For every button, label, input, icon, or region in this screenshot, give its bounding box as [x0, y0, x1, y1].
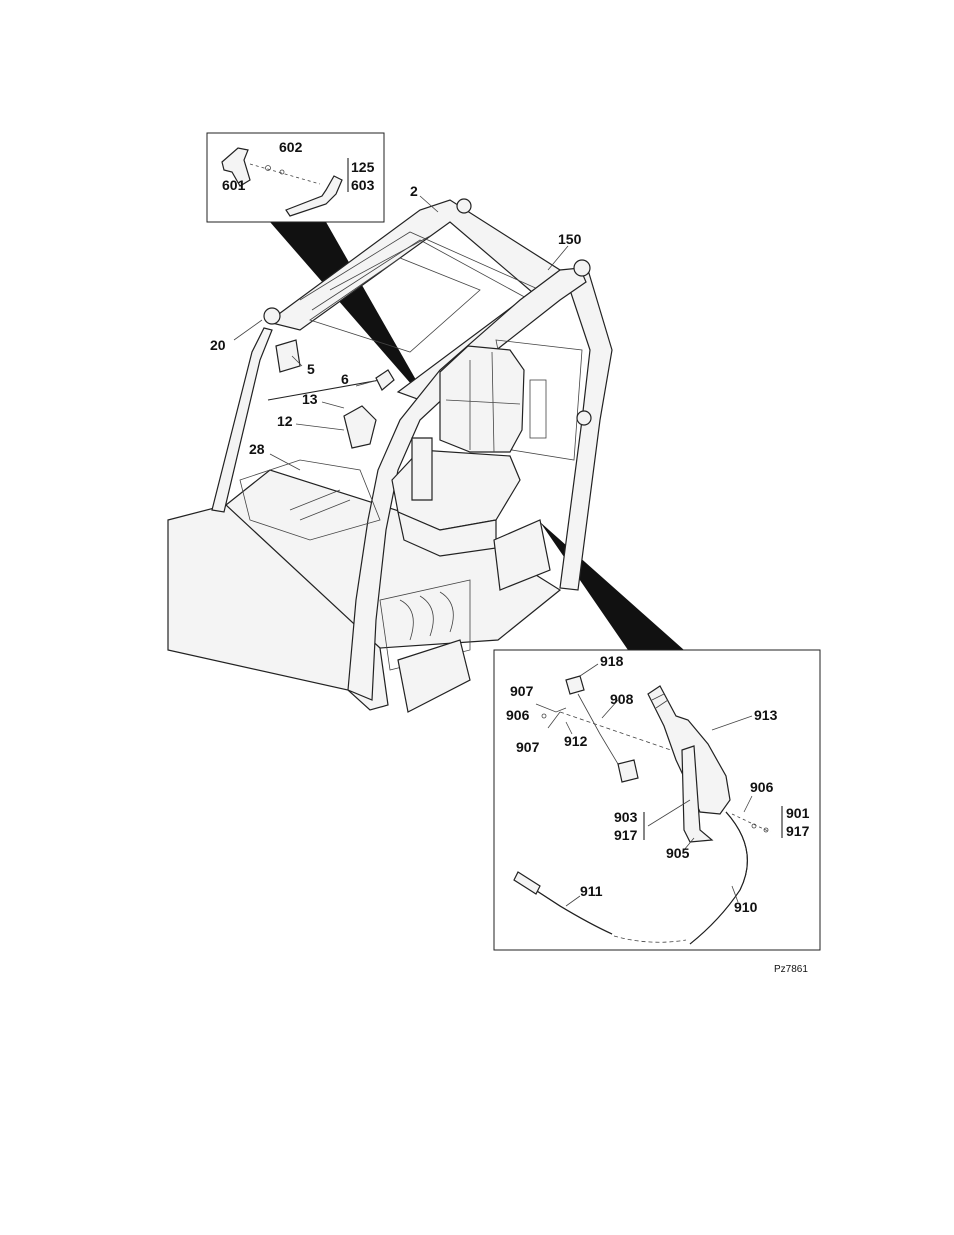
callout-906-left: 906: [506, 707, 530, 723]
callout-917-left: 917: [614, 827, 638, 843]
callout-601: 601: [222, 177, 246, 193]
callout-907-top: 907: [510, 683, 534, 699]
callout-901: 901: [786, 805, 810, 821]
callout-603: 603: [351, 177, 375, 193]
lamp-right: [574, 260, 590, 276]
callout-20: 20: [210, 337, 226, 353]
callout-908: 908: [610, 691, 634, 707]
callout-903: 903: [614, 809, 638, 825]
callout-12: 12: [277, 413, 293, 429]
callout-905: 905: [666, 845, 690, 861]
callout-910: 910: [734, 899, 758, 915]
callout-911: 911: [580, 883, 603, 899]
callout-912: 912: [564, 733, 588, 749]
seat-backrest: [440, 346, 524, 452]
cab-assembly: [168, 199, 612, 712]
callout-918: 918: [600, 653, 624, 669]
figure-id: Pz7861: [774, 964, 808, 975]
callout-913: 913: [754, 707, 778, 723]
callout-906-right: 906: [750, 779, 774, 795]
callout-28: 28: [249, 441, 265, 457]
callout-5: 5: [307, 361, 315, 377]
lamp-left: [264, 308, 280, 324]
callout-917-right: 917: [786, 823, 810, 839]
callout-6: 6: [341, 371, 349, 387]
callout-602: 602: [279, 139, 303, 155]
callout-150: 150: [558, 231, 582, 247]
callout-2: 2: [410, 183, 418, 199]
callout-125: 125: [351, 159, 375, 175]
callout-13: 13: [302, 391, 318, 407]
callout-907-bottom: 907: [516, 739, 540, 755]
inset-control-detail: [494, 650, 820, 950]
